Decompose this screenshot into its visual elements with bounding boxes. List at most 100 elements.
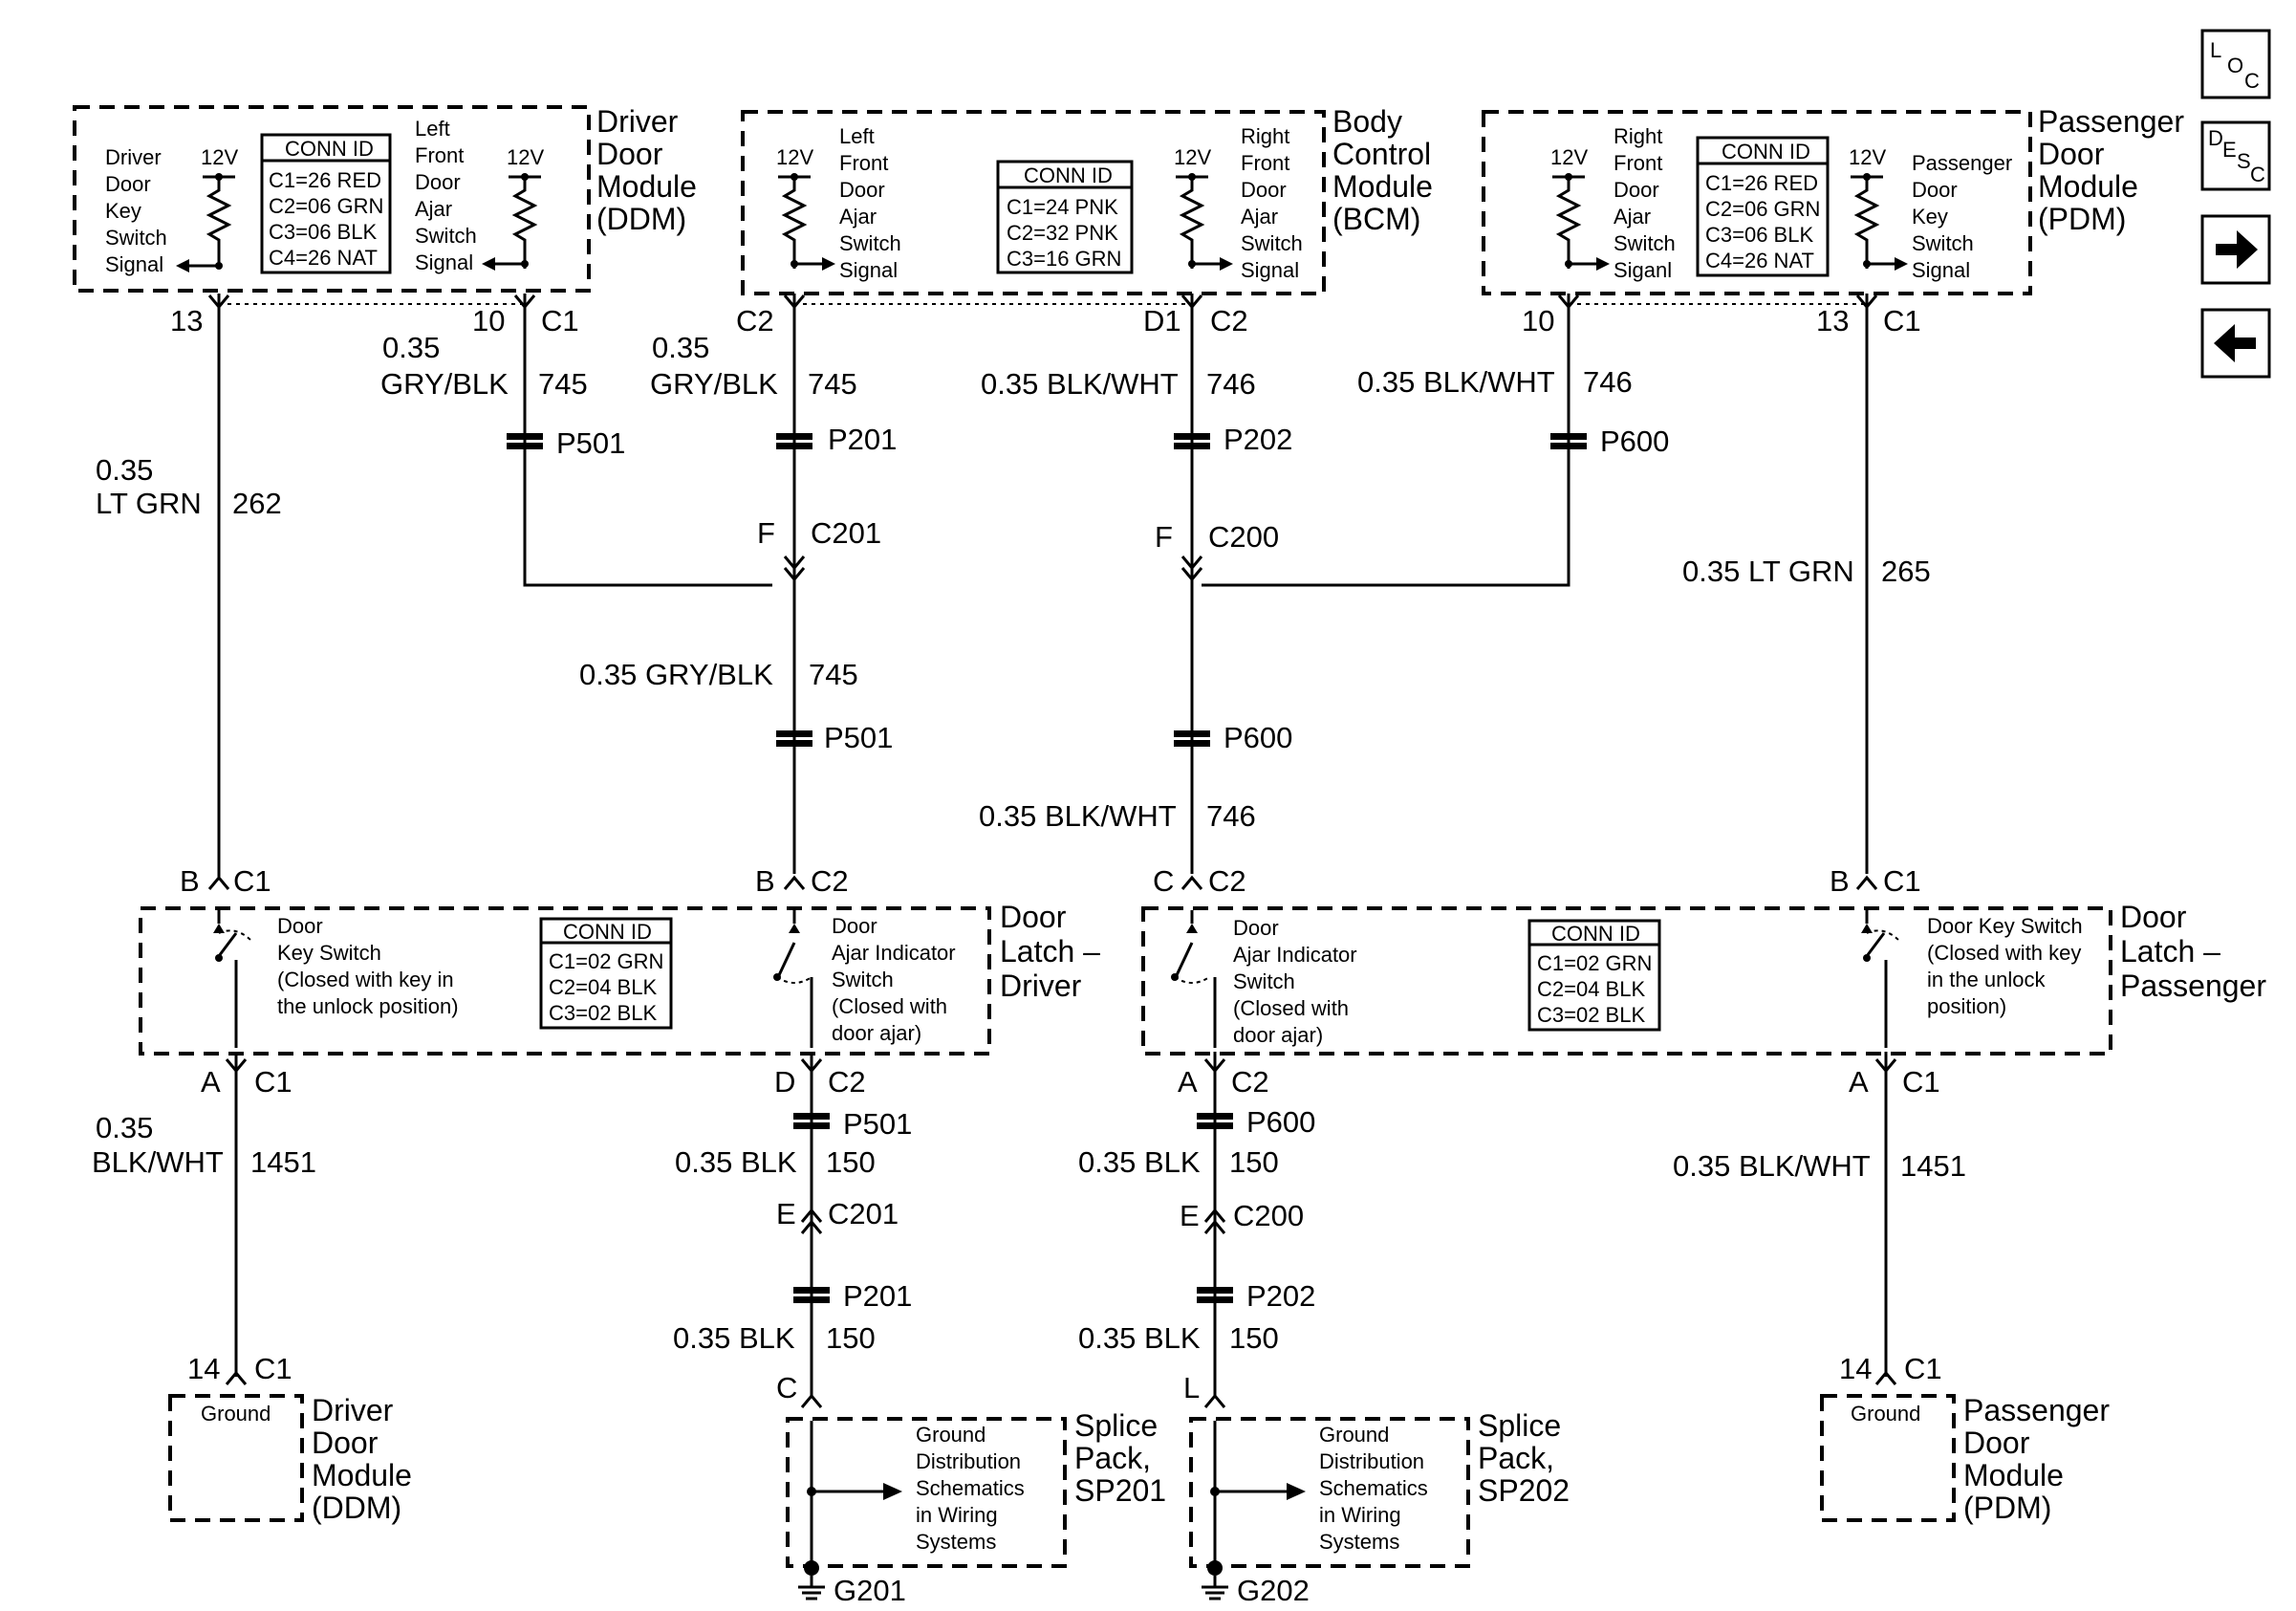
wire-150b-label: 0.35 BLK [1078,1145,1201,1179]
prev-arrow-button[interactable] [2200,308,2271,379]
wire-1451a-color: BLK/WHT [92,1145,224,1179]
bcm-conn-id-table: CONN ID C1=24 PNK C2=32 PNK C3=16 GRN [996,160,1134,274]
svg-text:Door: Door [277,914,323,938]
wire-150b-circuit: 150 [1229,1145,1279,1179]
svg-text:Door: Door [312,1426,379,1460]
latch-driver-title: Door Latch – Driver [1000,900,1100,1003]
svg-text:Front: Front [1241,151,1289,175]
svg-text:Switch: Switch [105,226,167,250]
svg-text:Right: Right [1614,124,1662,148]
svg-text:(PDM): (PDM) [1963,1491,2051,1525]
ddm-ajar-signal-label: Left Front Door Ajar Switch Signal [415,117,477,274]
latch-pass-box [1141,906,2112,1056]
svg-text:CONN ID: CONN ID [563,920,652,944]
bcm-right-signal-label: Right Front Door Ajar Switch Signal [1241,124,1303,282]
svg-text:Latch –: Latch – [1000,934,1100,969]
svg-text:(Closed with key: (Closed with key [1927,941,2081,965]
svg-text:C2=06 GRN: C2=06 GRN [269,194,383,218]
svg-text:C1=26 RED: C1=26 RED [1705,171,1818,195]
sp202-text: Ground Distribution Schematics in Wiring… [1319,1423,1428,1554]
latch-pass-pin-a: A [1178,1065,1198,1099]
latch-driver-pin-b2: B [755,864,775,898]
next-arrow-button[interactable] [2200,214,2271,285]
latch-pass-pin-b: B [1830,864,1850,898]
svg-text:Signal: Signal [1912,258,1970,282]
svg-text:12V: 12V [201,145,238,169]
wire-746-pdm [1202,294,1570,587]
svg-text:Ground: Ground [916,1423,986,1447]
svg-text:C2=06 GRN: C2=06 GRN [1705,197,1820,221]
splice-p501-top: P501 [556,426,625,460]
conn-c200-top: C200 [1208,520,1279,554]
conn-c2-bcm-right: C2 [1210,304,1248,337]
svg-text:Switch: Switch [415,224,477,248]
svg-text:Door: Door [1241,178,1287,202]
pin-forks [207,294,1878,310]
arrow-right-icon [1220,257,1233,271]
svg-text:Body: Body [1332,104,1402,139]
latch-driver-pin-a: A [201,1065,221,1099]
conn-c200-bottom: C200 [1233,1199,1304,1232]
ddm-key-pullup: 12V [176,145,238,272]
svg-text:door ajar): door ajar) [832,1021,921,1045]
svg-text:SP201: SP201 [1074,1473,1166,1508]
svg-text:the unlock position): the unlock position) [277,994,459,1018]
svg-text:Right: Right [1241,124,1289,148]
wire-1451b-label: 0.35 BLK/WHT [1673,1149,1871,1183]
svg-text:Control: Control [1332,137,1431,171]
latch-driver-c2: C2 [811,864,849,898]
loc-button[interactable]: L O C [2200,29,2271,99]
svg-text:SP202: SP202 [1478,1473,1570,1508]
wires [217,294,1888,1396]
wire-746b-circuit: 746 [1583,365,1633,399]
pass-ajar-switch-label: Door Ajar Indicator Switch (Closed with … [1233,916,1357,1047]
wire-262-color: LT GRN [96,487,202,520]
arrow-right-icon [1895,257,1908,271]
svg-text:C3=16 GRN: C3=16 GRN [1007,247,1121,271]
svg-text:in the unlock: in the unlock [1927,968,2047,991]
svg-text:Ajar: Ajar [1241,205,1278,229]
pdm-ground-pin-14: 14 [1839,1352,1872,1385]
svg-text:Pack,: Pack, [1074,1441,1151,1475]
wire-265-label: 0.35 LT GRN [1682,555,1854,588]
svg-text:12V: 12V [1174,145,1211,169]
svg-text:12V: 12V [776,145,813,169]
inline-connectors [207,555,1897,1408]
svg-text:C3=06 BLK: C3=06 BLK [1705,223,1813,247]
wire-1451a-gauge: 0.35 [96,1111,153,1144]
svg-text:CONN ID: CONN ID [1551,922,1640,946]
svg-text:12V: 12V [507,145,544,169]
desc-button[interactable]: D E S C [2200,120,2271,191]
splice-p501-mid: P501 [824,721,893,754]
svg-text:Module: Module [2038,169,2138,204]
svg-text:Left: Left [839,124,875,148]
svg-text:Passenger: Passenger [2038,104,2184,139]
wire-150d-label: 0.35 BLK [1078,1321,1201,1355]
loc-L: L [2210,38,2221,62]
svg-text:Driver: Driver [312,1393,394,1427]
svg-text:Module: Module [1332,169,1433,204]
svg-text:Door: Door [2120,900,2187,934]
pdm-key-signal-label: Passenger Door Key Switch Signal [1912,151,2012,282]
pin-13-ddm: 13 [170,304,203,337]
wire-150c-label: 0.35 BLK [673,1321,795,1355]
svg-text:Distribution: Distribution [916,1449,1021,1473]
svg-text:(Closed with key in: (Closed with key in [277,968,454,991]
wire-150a-label: 0.35 BLK [675,1145,797,1179]
svg-text:Ajar: Ajar [839,205,877,229]
svg-text:Driver: Driver [596,104,679,139]
svg-text:Front: Front [1614,151,1662,175]
wire-746c-circuit: 746 [1206,799,1256,833]
svg-text:Schematics: Schematics [916,1476,1025,1500]
svg-text:CONN ID: CONN ID [1722,140,1810,163]
wire-746a-circuit: 746 [1206,367,1256,401]
sp202-symbol [1202,1421,1306,1600]
svg-text:C1=02 GRN: C1=02 GRN [549,949,663,973]
latch-driver-box [139,906,991,1056]
svg-text:Door: Door [839,178,885,202]
wire-745b-color: GRY/BLK [650,367,778,401]
pass-ajar-switch [1171,910,1217,1048]
svg-text:D: D [2208,126,2223,150]
svg-text:Door Key Switch: Door Key Switch [1927,914,2083,938]
svg-text:Door: Door [105,172,151,196]
